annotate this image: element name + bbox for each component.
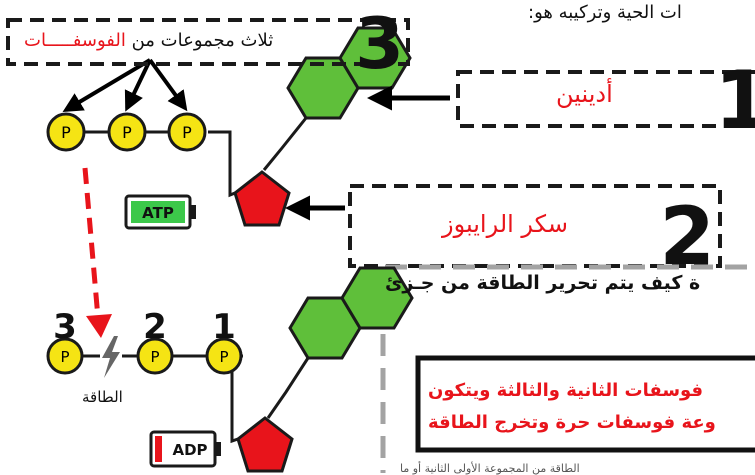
release-question: ة كيف يتم تحرير الطاقة من جـزئ xyxy=(385,272,701,294)
phosphate-number-1: 1 xyxy=(212,307,236,347)
phosphate-letter: P xyxy=(60,348,69,366)
phosphate-letter: P xyxy=(150,348,159,366)
phosphate-label-highlight: الفوسفـــــات xyxy=(24,30,126,51)
ribose-pentagon xyxy=(236,416,294,473)
adenine-ribose-bond xyxy=(266,357,310,419)
phosphate-letter: P xyxy=(61,123,71,142)
ribose-phosphate-bond xyxy=(208,130,236,198)
phosphate-arrows xyxy=(62,58,188,113)
footnote: الطاقة من المجموعة الأولى الثانية أو ما xyxy=(400,462,580,475)
energy-label: الطاقة xyxy=(82,388,123,406)
explanation-box xyxy=(415,355,755,453)
phosphate-3: P xyxy=(167,112,207,152)
phosphate-number-2: 2 xyxy=(143,307,167,347)
adp-molecule: P P P 3 2 1 ADP xyxy=(46,266,414,473)
adenine-ribose-bond xyxy=(262,117,308,171)
phosphate-letter: P xyxy=(219,348,228,366)
phosphate-letter: P xyxy=(122,123,132,142)
atp-label: ATP xyxy=(142,204,174,222)
lightning-bolt-icon xyxy=(102,336,120,378)
release-arrow-shaft xyxy=(82,167,101,319)
atp-battery-icon: ATP xyxy=(124,194,196,230)
phosphate-letter: P xyxy=(182,123,192,142)
ribose-pentagon xyxy=(233,170,291,227)
adenine-ring-right xyxy=(338,26,412,90)
release-arrow-head xyxy=(86,314,112,338)
phosphate-number-3: 3 xyxy=(53,307,77,347)
phosphate-3: P xyxy=(46,337,84,375)
phosphate-label-box xyxy=(6,18,410,66)
adp-battery-icon: ADP xyxy=(149,430,221,468)
phosphate-1: P xyxy=(46,112,86,152)
adenine-ring-right xyxy=(340,266,414,330)
phosphate-label-prefix: ثلاث مجموعات من xyxy=(131,30,274,51)
adenine-number: 1 xyxy=(714,54,755,147)
intro-text: ات الحية وتركيبه هو: xyxy=(528,2,682,23)
ribose-label: سكر الرايبوز xyxy=(442,210,569,238)
phosphate-label: ثلاث مجموعات من الفوسفـــــات xyxy=(24,30,273,51)
adp-label: ADP xyxy=(172,441,207,459)
phosphate-1: P xyxy=(205,337,243,375)
ribose-label-box xyxy=(348,184,722,268)
adenine-label: أدينين xyxy=(556,80,613,108)
atp-molecule: P P P ATP xyxy=(46,26,412,230)
explanation-line-2: وعة فوسفات حرة وتخرج الطاقة xyxy=(428,412,716,433)
explanation-line-1: فوسفات الثانية والثالثة ويتكون xyxy=(428,380,704,401)
phosphate-2: P xyxy=(107,112,147,152)
phosphate-number: 3 xyxy=(355,3,404,85)
phosphate-2: P xyxy=(136,337,174,375)
